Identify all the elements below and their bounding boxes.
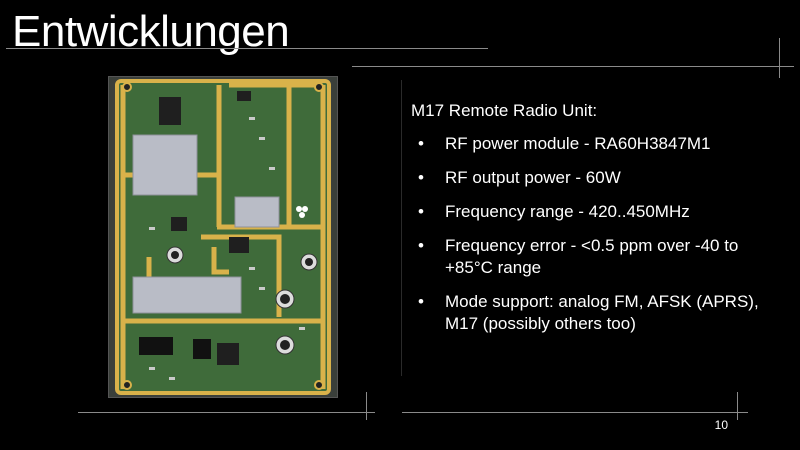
bullet-icon: • — [418, 202, 424, 221]
bullet-icon: • — [418, 292, 424, 311]
page-number: 10 — [714, 418, 728, 432]
decor-line-divider — [401, 80, 402, 376]
decor-line-bottom-right — [402, 412, 748, 413]
bullet-item: •Mode support: analog FM, AFSK (APRS), M… — [418, 292, 759, 333]
decor-line-top-vertical — [779, 38, 780, 78]
bullet-icon: • — [418, 134, 424, 153]
pcb-board-drawing — [115, 79, 331, 395]
bullet-icon: • — [418, 236, 424, 255]
bullet-item: •Frequency range - 420..450MHz — [418, 202, 690, 221]
bullet-item: •RF output power - 60W — [418, 168, 621, 187]
bullet-item: •Frequency error - <0.5 ppm over -40 to … — [418, 236, 739, 277]
decor-line-bottom-left — [78, 412, 375, 413]
decor-line-top-right — [352, 66, 794, 67]
bullet-item: •RF power module - RA60H3847M1 — [418, 134, 711, 153]
decor-line-top-left — [6, 48, 488, 49]
slide-title: Entwicklungen — [12, 7, 290, 56]
bullet-list: •RF power module - RA60H3847M1 •RF outpu… — [418, 133, 778, 347]
pcb-board-image — [108, 76, 338, 398]
bullet-icon: • — [418, 168, 424, 187]
slide-subtitle: M17 Remote Radio Unit: — [411, 101, 598, 120]
decor-line-bottom-right-vertical — [737, 392, 738, 420]
decor-line-bottom-left-vertical — [366, 392, 367, 420]
